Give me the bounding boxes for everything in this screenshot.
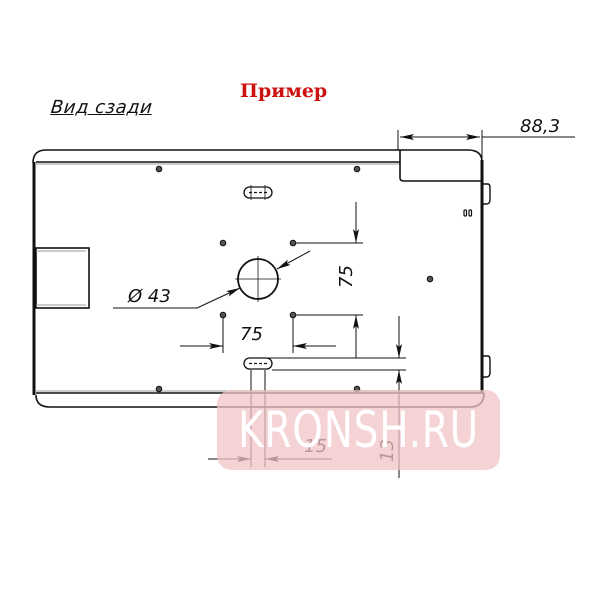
slot-top-icon [243,186,273,199]
screw-hole-icon [289,239,297,247]
screw-hole-icon [289,311,297,319]
example-title: Пример [240,80,328,102]
screw-hole-icon [155,165,163,173]
vent-marks [463,209,473,217]
mounting-slots [243,185,273,370]
slot-bottom-icon [243,357,273,370]
screw-hole-icon [219,311,227,319]
screw-hole-icon [353,165,361,173]
cable-hole [235,256,281,302]
dim-top-offset [397,130,575,160]
screw-hole-icon [426,275,434,283]
dim-top-offset-label: 88,3 [520,116,560,137]
dim-vertical-spacing [296,202,363,358]
dim-vertical-label: 75 [336,265,357,288]
screw-hole-icon [219,239,227,247]
watermark-text: KRONSH.RU [238,401,480,459]
screw-hole-icon [155,385,163,393]
screw-holes [155,165,434,393]
dim-horizontal-label: 75 [240,324,263,345]
dim-horizontal-spacing [180,318,336,353]
watermark-background [217,390,500,470]
dim-diameter [113,250,311,309]
dim-diameter-label: Ø 43 [127,286,171,307]
view-label: Вид сзади [49,97,154,118]
